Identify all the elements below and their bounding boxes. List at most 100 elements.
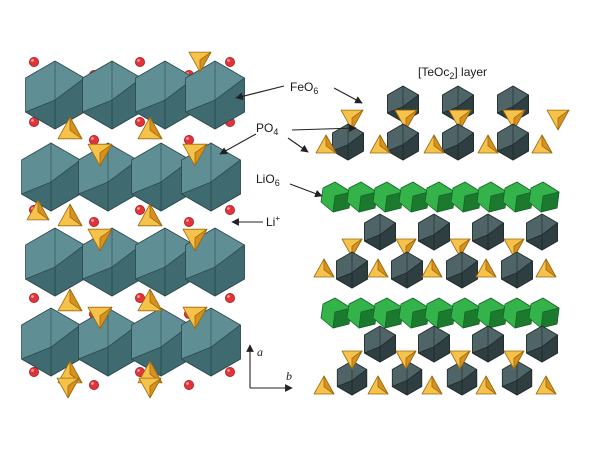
teoc-layer-label: [TeOc2] layer: [418, 65, 487, 81]
po4-tetrahedron-shade: [37, 199, 50, 221]
po4-tetrahedron: [477, 134, 499, 154]
li-ion: [134, 292, 145, 303]
te-octahedron: [391, 251, 423, 289]
te-octahedron: [472, 213, 504, 251]
li-ion: [28, 57, 39, 68]
li-ion-sphere: [89, 134, 100, 145]
po4-tetrahedron: [546, 109, 570, 131]
li-ion-highlight: [137, 295, 140, 298]
po4-tetrahedron: [57, 116, 83, 140]
po4-tetrahedron: [394, 109, 418, 131]
lio6-octahedron: [346, 181, 378, 213]
po4-tetrahedron: [87, 306, 113, 330]
lio6-octahedron: [502, 297, 534, 329]
po4-tetrahedron-shade: [351, 350, 363, 370]
te-octahedron: [336, 251, 368, 289]
li-ion-sphere: [183, 216, 194, 227]
li-ion: [224, 366, 235, 377]
po4-tetrahedron-shade: [323, 258, 335, 278]
te-octahedron-shade2: [526, 234, 543, 251]
te-octahedron-shade2: [442, 144, 459, 161]
te-octahedron-shade2: [497, 144, 514, 161]
li-ion-sphere: [224, 292, 235, 303]
li-ion-highlight: [227, 295, 230, 298]
po4-tetrahedron: [137, 203, 163, 227]
po4-tetrahedron-shade: [545, 258, 557, 278]
po4-tetrahedron-shade: [459, 350, 471, 370]
feo6-octahedron: [135, 60, 195, 130]
feo6-octahedron: [185, 60, 245, 130]
te-octahedron: [387, 123, 419, 161]
po4-tetrahedron: [26, 199, 50, 221]
li-ion-highlight: [186, 137, 189, 140]
lio6-octahedron: [528, 181, 560, 213]
te-octahedron: [472, 325, 504, 363]
po4-tetrahedron: [188, 51, 212, 73]
po4-tetrahedron-shade: [325, 134, 337, 154]
li-ion-sphere: [28, 366, 39, 377]
feo6-octahedron-shade2: [82, 266, 113, 297]
axis-a-label: a: [257, 345, 263, 359]
po4-tetrahedron: [449, 350, 471, 370]
po4-tetrahedron-shade: [485, 375, 497, 395]
lio6-octahedron: [424, 181, 456, 213]
li-ion-sphere: [89, 379, 100, 390]
li-ion-highlight: [227, 59, 230, 62]
po4-tetrahedron-shade: [194, 143, 208, 167]
li-ion: [183, 379, 194, 390]
feo6-label: FeO6: [290, 80, 318, 96]
po4-tetrahedron: [421, 375, 443, 395]
li-ion: [224, 204, 235, 215]
lio6-octahedron: [398, 297, 430, 329]
po4-tetrahedron-shade: [431, 258, 443, 278]
lio6-octahedron: [502, 181, 534, 213]
lio6-octahedron: [320, 297, 352, 329]
po4-tetrahedron-shade: [541, 134, 553, 154]
lio6-octahedron: [476, 297, 508, 329]
po4-tetrahedron-shade: [405, 350, 417, 370]
po4-tetrahedron-shade: [405, 109, 418, 131]
feo6-octahedron: [78, 142, 138, 212]
li-ion-sphere: [134, 117, 145, 128]
po4-tetrahedron: [531, 134, 553, 154]
te-octahedron-shade2: [501, 272, 518, 289]
po4-tetrahedron: [535, 258, 557, 278]
po4-tetrahedron: [503, 350, 525, 370]
po4-tetrahedron-shade: [513, 109, 526, 131]
te-octahedron-shade2: [418, 346, 435, 363]
li-ion-sphere: [89, 216, 100, 227]
axis-b-label: b: [286, 369, 292, 383]
feo6-octahedron-shade2: [25, 266, 56, 297]
te-octahedron-shade2: [332, 144, 349, 161]
te-octahedron-shade2: [418, 234, 435, 251]
lifepo4-olivine-structure: [21, 51, 245, 399]
po4-tetrahedron: [137, 116, 163, 140]
li-ion: [28, 366, 39, 377]
lio6-octahedron: [372, 181, 404, 213]
feo6-arrow-right: [333, 87, 363, 104]
feo6-octahedron: [25, 227, 85, 297]
po4-tetrahedron: [341, 350, 363, 370]
te-octahedron: [442, 123, 474, 161]
li-ion: [224, 292, 235, 303]
po4-tetrahedron: [87, 228, 113, 252]
po4-tetrahedron: [475, 375, 497, 395]
po4-tetrahedron-shade: [99, 228, 113, 252]
te-octahedron-shade2: [446, 380, 463, 396]
feo6-octahedron: [135, 227, 195, 297]
li-ion-highlight: [137, 59, 140, 62]
li-ion-highlight: [137, 369, 140, 372]
feo6-octahedron: [82, 227, 142, 297]
feo6-octahedron: [82, 60, 142, 130]
li-ion-highlight: [186, 219, 189, 222]
li-ion: [134, 204, 145, 215]
po4-tetrahedron-shade: [487, 134, 499, 154]
po4-tetrahedron: [138, 377, 162, 399]
leader-arrows: [219, 85, 363, 226]
po4-tetrahedron: [475, 258, 497, 278]
te-octahedron-shade2: [472, 234, 489, 251]
po4-tetrahedron: [182, 306, 208, 330]
li-ion-sphere: [224, 204, 235, 215]
po4-tetrahedron-shade: [194, 306, 208, 330]
li-ion-sphere: [183, 134, 194, 145]
